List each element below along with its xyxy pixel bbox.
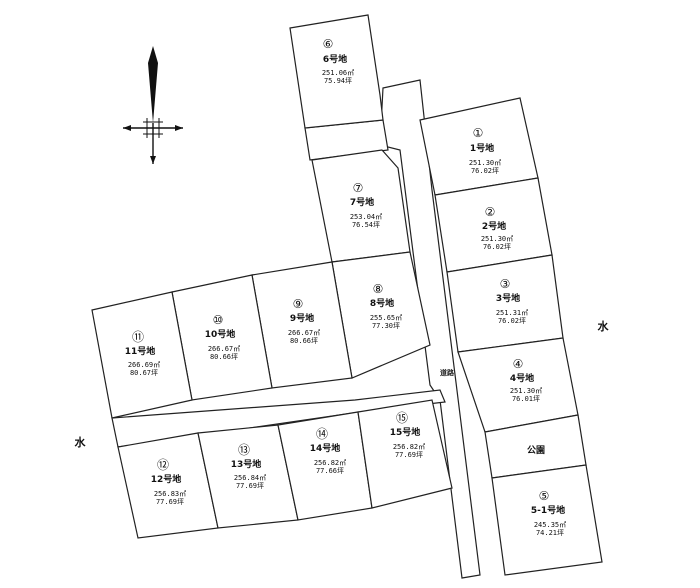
lot-15-shape[interactable]	[357, 399, 453, 509]
lot-2-area-tsubo: 76.02坪	[483, 243, 511, 251]
lot-4-name: 4号地	[510, 372, 534, 384]
lot-11-shape[interactable]	[91, 291, 193, 419]
lot-4-area-m2: 251.30㎡	[510, 387, 542, 395]
lot-2-area-m2: 251.30㎡	[481, 235, 513, 243]
lot-1-name: 1号地	[470, 142, 494, 154]
lot-11-area-m2: 266.69㎡	[128, 361, 160, 369]
lot-14-name: 14号地	[310, 442, 341, 454]
lot-13-area-tsubo: 77.69坪	[236, 482, 264, 490]
lot-9-area-tsubo: 80.66坪	[290, 337, 318, 345]
lot-5-area-tsubo: 74.21坪	[536, 529, 564, 537]
lot-11-number: ⑪	[132, 330, 144, 344]
lot-13-name: 13号地	[231, 458, 262, 470]
lot-15-name: 15号地	[390, 426, 421, 438]
lot-2-name: 2号地	[482, 220, 506, 232]
lot-14-area-m2: 256.82㎡	[314, 459, 346, 467]
lot-7-area-m2: 253.04㎡	[350, 213, 382, 221]
lot-8-number: ⑧	[373, 282, 384, 296]
lot-6-number: ⑥	[323, 37, 334, 51]
lot-6-name: 6号地	[323, 53, 347, 65]
lot-10-area-m2: 266.67㎡	[208, 345, 240, 353]
lot-12-area-m2: 256.83㎡	[154, 490, 186, 498]
lot-10-name: 10号地	[205, 328, 236, 340]
lot-7-name: 7号地	[350, 196, 374, 208]
lot-8-area-m2: 255.65㎡	[370, 314, 402, 322]
lot-11-area-tsubo: 80.67坪	[130, 369, 158, 377]
lot-8-name: 8号地	[370, 297, 394, 309]
lot-3-name: 3号地	[496, 292, 520, 304]
park-label: 公園	[527, 445, 545, 456]
lot-9-area-m2: 266.67㎡	[288, 329, 320, 337]
lot-15-number: ⑮	[396, 411, 408, 425]
water-label-right: 水	[598, 319, 610, 333]
lot-13-area-m2: 256.84㎡	[234, 474, 266, 482]
lot-5-name: 5-1号地	[531, 504, 565, 516]
lot-7-shape[interactable]	[311, 149, 411, 263]
water-label-left: 水	[75, 435, 87, 449]
lot-1-number: ①	[473, 126, 484, 140]
lot-3-number: ③	[500, 277, 511, 291]
lot-9-number: ⑨	[293, 297, 304, 311]
lot-13-number: ⑬	[238, 443, 250, 457]
lot-5-area-m2: 245.35㎡	[534, 521, 566, 529]
lot-14-area-tsubo: 77.66坪	[316, 467, 344, 475]
lot-6-area-tsubo: 75.94坪	[324, 77, 352, 85]
lot-11-name: 11号地	[125, 345, 156, 357]
lot-4-area-tsubo: 76.01坪	[512, 395, 540, 403]
lot-15-area-m2: 256.82㎡	[393, 443, 425, 451]
lot-5-number: ⑤	[539, 489, 550, 503]
lot-7-area-tsubo: 76.54坪	[352, 221, 380, 229]
lot-6-area-m2: 251.06㎡	[322, 69, 354, 77]
lot-12-number: ⑫	[157, 458, 169, 472]
lot-12-name: 12号地	[151, 473, 182, 485]
lot-14-number: ⑭	[316, 427, 328, 441]
road-network	[111, 79, 481, 579]
lot-3-area-tsubo: 76.02坪	[498, 317, 526, 325]
lot-8-area-tsubo: 77.30坪	[372, 322, 400, 330]
lots-layer	[91, 14, 603, 576]
lot-2-number: ②	[485, 205, 496, 219]
lot-10-number: ⑩	[213, 313, 224, 327]
lot-6-shape[interactable]	[289, 14, 384, 129]
lot-3-area-m2: 251.31㎡	[496, 309, 528, 317]
lot-7-number: ⑦	[353, 181, 364, 195]
lot-labels: ⑥ 6号地 251.06㎡ 75.94坪 ⑦ 7号地 253.04㎡ 76.54…	[125, 37, 566, 537]
lot-15-area-tsubo: 77.69坪	[395, 451, 423, 459]
lot-1-area-m2: 251.30㎡	[469, 159, 501, 167]
lot-1-area-tsubo: 76.02坪	[471, 167, 499, 175]
road-label: 道路	[440, 368, 455, 377]
lot-5-shape[interactable]	[491, 464, 603, 576]
lot-10-area-tsubo: 80.66坪	[210, 353, 238, 361]
north-arrow-compass-icon	[123, 46, 183, 164]
lot-9-name: 9号地	[290, 312, 314, 324]
lot-12-area-tsubo: 77.69坪	[156, 498, 184, 506]
lot-4-number: ④	[513, 357, 524, 371]
